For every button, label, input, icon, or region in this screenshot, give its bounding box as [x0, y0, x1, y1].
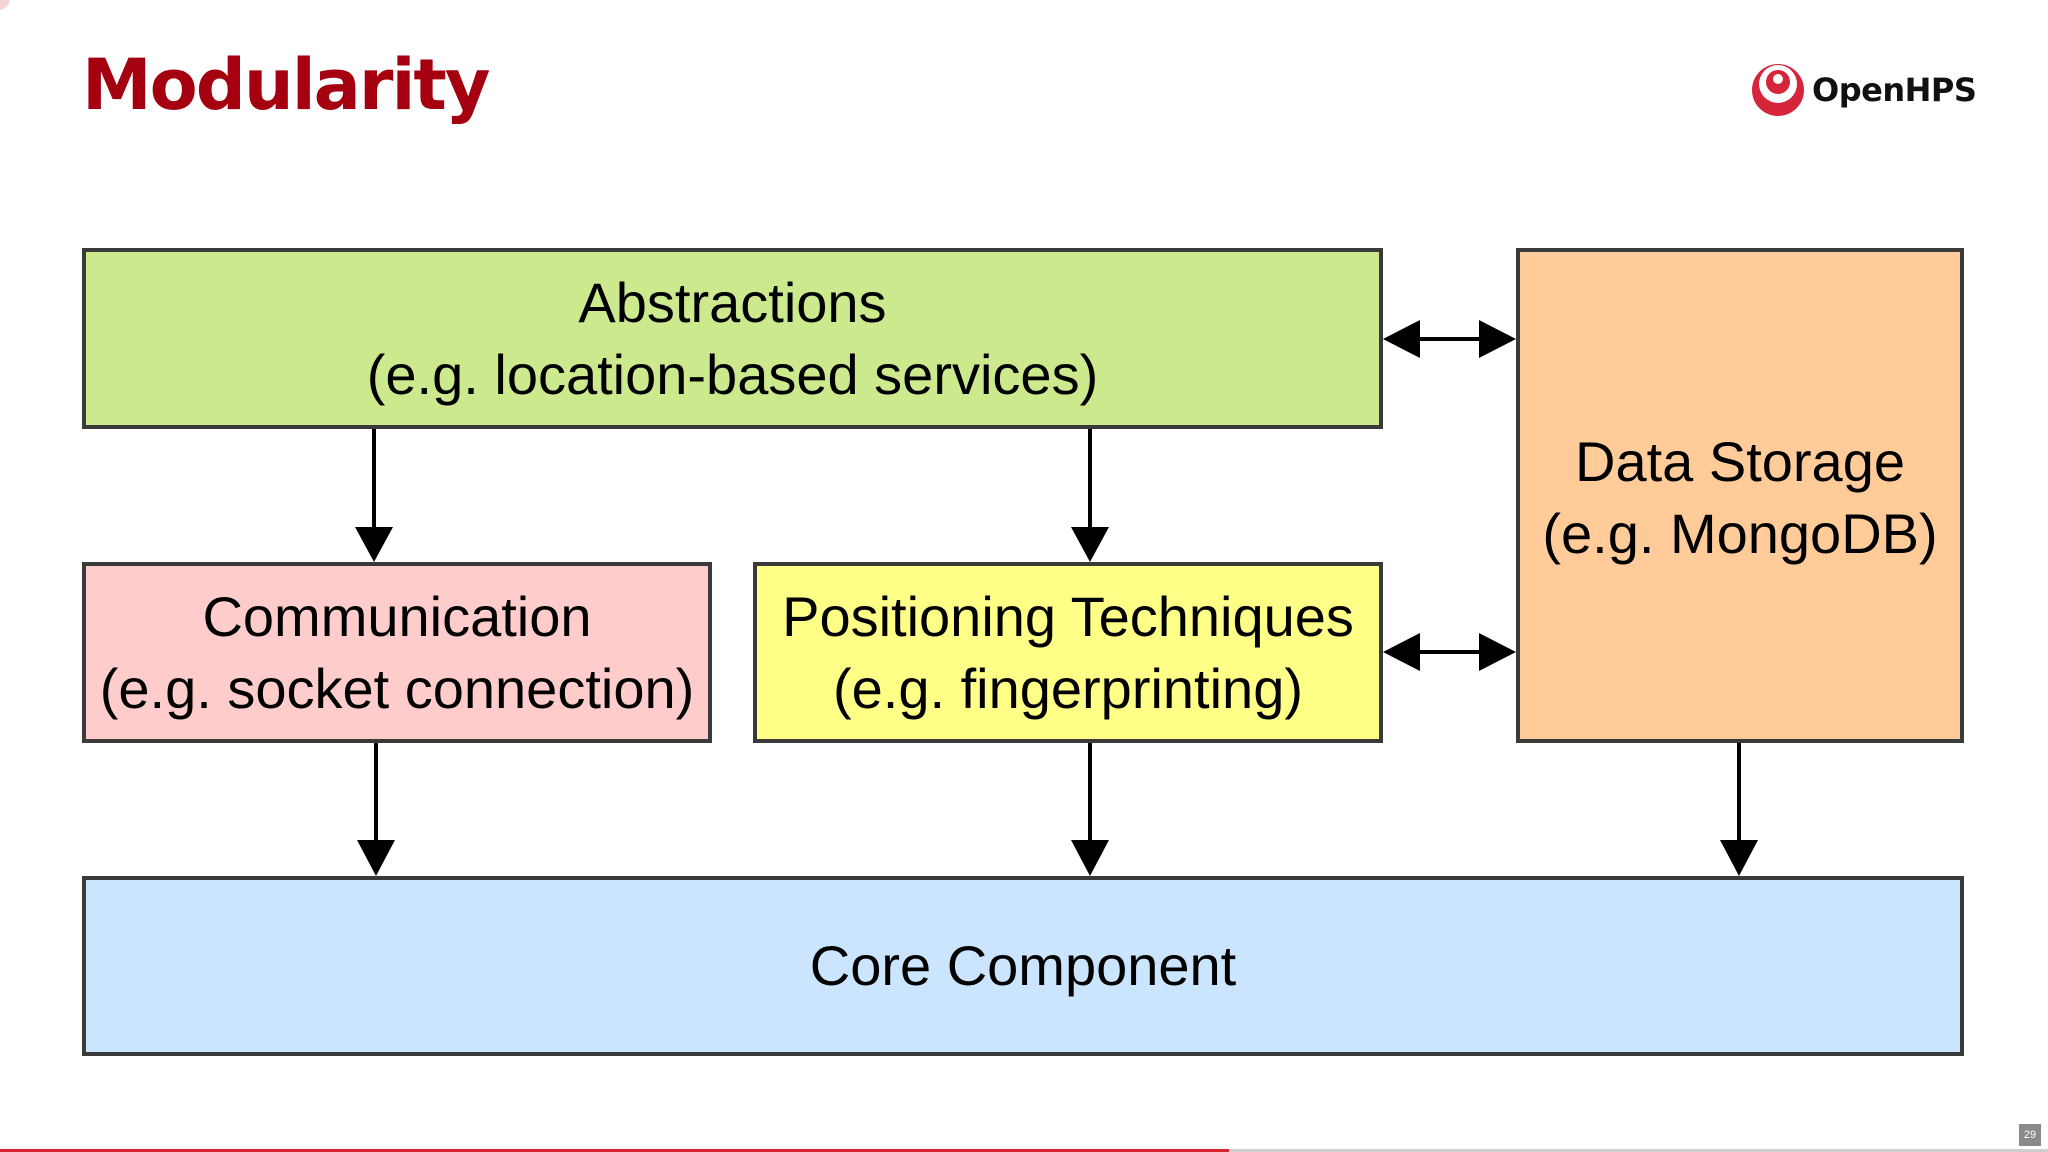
positioning-subtitle: (e.g. fingerprinting) [832, 656, 1303, 720]
arrowhead [355, 527, 393, 562]
abstractions-subtitle: (e.g. location-based services) [366, 342, 1099, 406]
slide-progress-bar [0, 1149, 2048, 1152]
arrowhead [357, 840, 395, 876]
arrowhead [1071, 840, 1109, 876]
slide-title: Modularity [82, 44, 491, 126]
arrowhead [1383, 320, 1420, 358]
arrowhead [1720, 840, 1758, 876]
arrowhead [1479, 320, 1516, 358]
arrowhead [1071, 527, 1109, 562]
openhps-logo-icon [1752, 64, 1804, 116]
arrowhead [1479, 633, 1516, 671]
positioning-box: Positioning Techniques (e.g. fingerprint… [753, 562, 1383, 743]
communication-box: Communication (e.g. socket connection) [82, 562, 712, 743]
data-storage-title: Data Storage [1575, 430, 1905, 493]
positioning-title: Positioning Techniques [782, 584, 1354, 648]
communication-subtitle: (e.g. socket connection) [99, 656, 695, 720]
data-storage-box: Data Storage (e.g. MongoDB) [1516, 248, 1964, 743]
slide-progress-fill [0, 1149, 1229, 1152]
data-storage-subtitle: (e.g. MongoDB) [1542, 502, 1938, 565]
communication-title: Communication [202, 584, 592, 648]
abstractions-box: Abstractions (e.g. location-based servic… [82, 248, 1383, 429]
core-component-title: Core Component [809, 934, 1237, 997]
arrowhead [1383, 633, 1420, 671]
logo-text: OpenHPS [1812, 71, 1977, 109]
core-component-box: Core Component [82, 876, 1964, 1056]
page-number: 29 [2019, 1124, 2041, 1146]
corner-decoration [0, 0, 10, 10]
abstractions-title: Abstractions [578, 270, 887, 334]
logo: OpenHPS [1750, 62, 1977, 118]
